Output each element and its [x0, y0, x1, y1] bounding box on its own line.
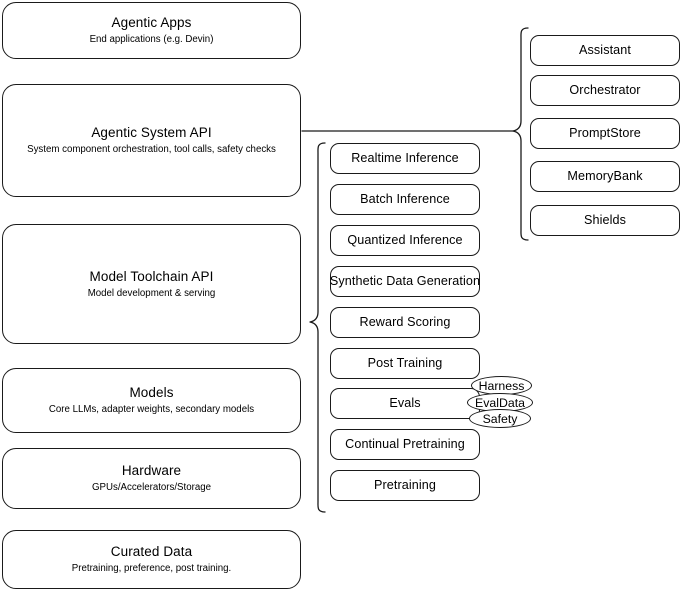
toolchain-chip-realtime-inference[interactable]: Realtime Inference	[330, 143, 480, 174]
agentic-chip-orchestrator[interactable]: Orchestrator	[530, 75, 680, 106]
chip-label: Continual Pretraining	[345, 437, 465, 451]
evals-tag-label: EvalData	[475, 395, 525, 410]
chip-label: PromptStore	[569, 126, 641, 140]
toolchain-chip-reward-scoring[interactable]: Reward Scoring	[330, 307, 480, 338]
brace-toolchain-components	[309, 142, 326, 513]
evals-tag-label: Harness	[478, 378, 525, 393]
toolchain-chip-evals[interactable]: Evals	[330, 388, 480, 419]
chip-label: MemoryBank	[567, 169, 643, 183]
chip-label: Batch Inference	[360, 192, 450, 206]
agentic-chip-assistant[interactable]: Assistant	[530, 35, 680, 66]
layer-title: Models	[129, 385, 174, 400]
layer-title: Model Toolchain API	[89, 268, 214, 284]
layer-box-agentic-apps[interactable]: Agentic Apps End applications (e.g. Devi…	[2, 2, 301, 59]
layer-box-hardware[interactable]: Hardware GPUs/Accelerators/Storage	[2, 448, 301, 509]
layer-title: Hardware	[121, 463, 182, 478]
layer-subtitle: GPUs/Accelerators/Storage	[92, 482, 211, 493]
agentic-chip-shields[interactable]: Shields	[530, 205, 680, 236]
chip-label: Realtime Inference	[351, 151, 459, 165]
chip-label: Evals	[389, 396, 421, 410]
toolchain-chip-continual-pretraining[interactable]: Continual Pretraining	[330, 429, 480, 460]
chip-label: Orchestrator	[569, 83, 641, 97]
evals-tag-label: Safety	[482, 411, 518, 426]
agentic-chip-memorybank[interactable]: MemoryBank	[530, 161, 680, 192]
layer-subtitle: Pretraining, preference, post training.	[71, 563, 232, 574]
layer-title: Curated Data	[110, 544, 193, 559]
layer-subtitle: System component orchestration, tool cal…	[27, 144, 276, 155]
toolchain-chip-quantized-inference[interactable]: Quantized Inference	[330, 225, 480, 256]
layer-subtitle: Model development & serving	[87, 287, 216, 299]
layer-subtitle: End applications (e.g. Devin)	[89, 34, 214, 45]
chip-label: Reward Scoring	[359, 315, 451, 329]
chip-label: Quantized Inference	[347, 233, 463, 247]
chip-label: Post Training	[367, 356, 443, 370]
evals-tag-evaldata[interactable]: EvalData	[467, 393, 533, 412]
layer-title: Agentic System API	[91, 125, 212, 140]
layer-subtitle: Core LLMs, adapter weights, secondary mo…	[48, 404, 255, 415]
layer-box-agentic-system-api[interactable]: Agentic System API System component orch…	[2, 84, 301, 197]
chip-label: Shields	[583, 213, 626, 227]
toolchain-chip-synthetic-data-generation[interactable]: Synthetic Data Generation	[330, 266, 480, 297]
chip-label: Pretraining	[373, 478, 436, 492]
layer-box-model-toolchain-api[interactable]: Model Toolchain API Model development & …	[2, 224, 301, 344]
brace-agentic-components	[512, 27, 529, 241]
evals-tag-safety[interactable]: Safety	[469, 409, 531, 428]
layer-box-curated-data[interactable]: Curated Data Pretraining, preference, po…	[2, 530, 301, 589]
layer-box-models[interactable]: Models Core LLMs, adapter weights, secon…	[2, 368, 301, 433]
toolchain-chip-pretraining[interactable]: Pretraining	[330, 470, 480, 501]
chip-label: Assistant	[579, 43, 631, 57]
chip-label: Synthetic Data Generation	[329, 274, 481, 288]
agentic-chip-promptstore[interactable]: PromptStore	[530, 118, 680, 149]
toolchain-chip-batch-inference[interactable]: Batch Inference	[330, 184, 480, 215]
toolchain-chip-post-training[interactable]: Post Training	[330, 348, 480, 379]
layer-title: Agentic Apps	[111, 15, 192, 30]
